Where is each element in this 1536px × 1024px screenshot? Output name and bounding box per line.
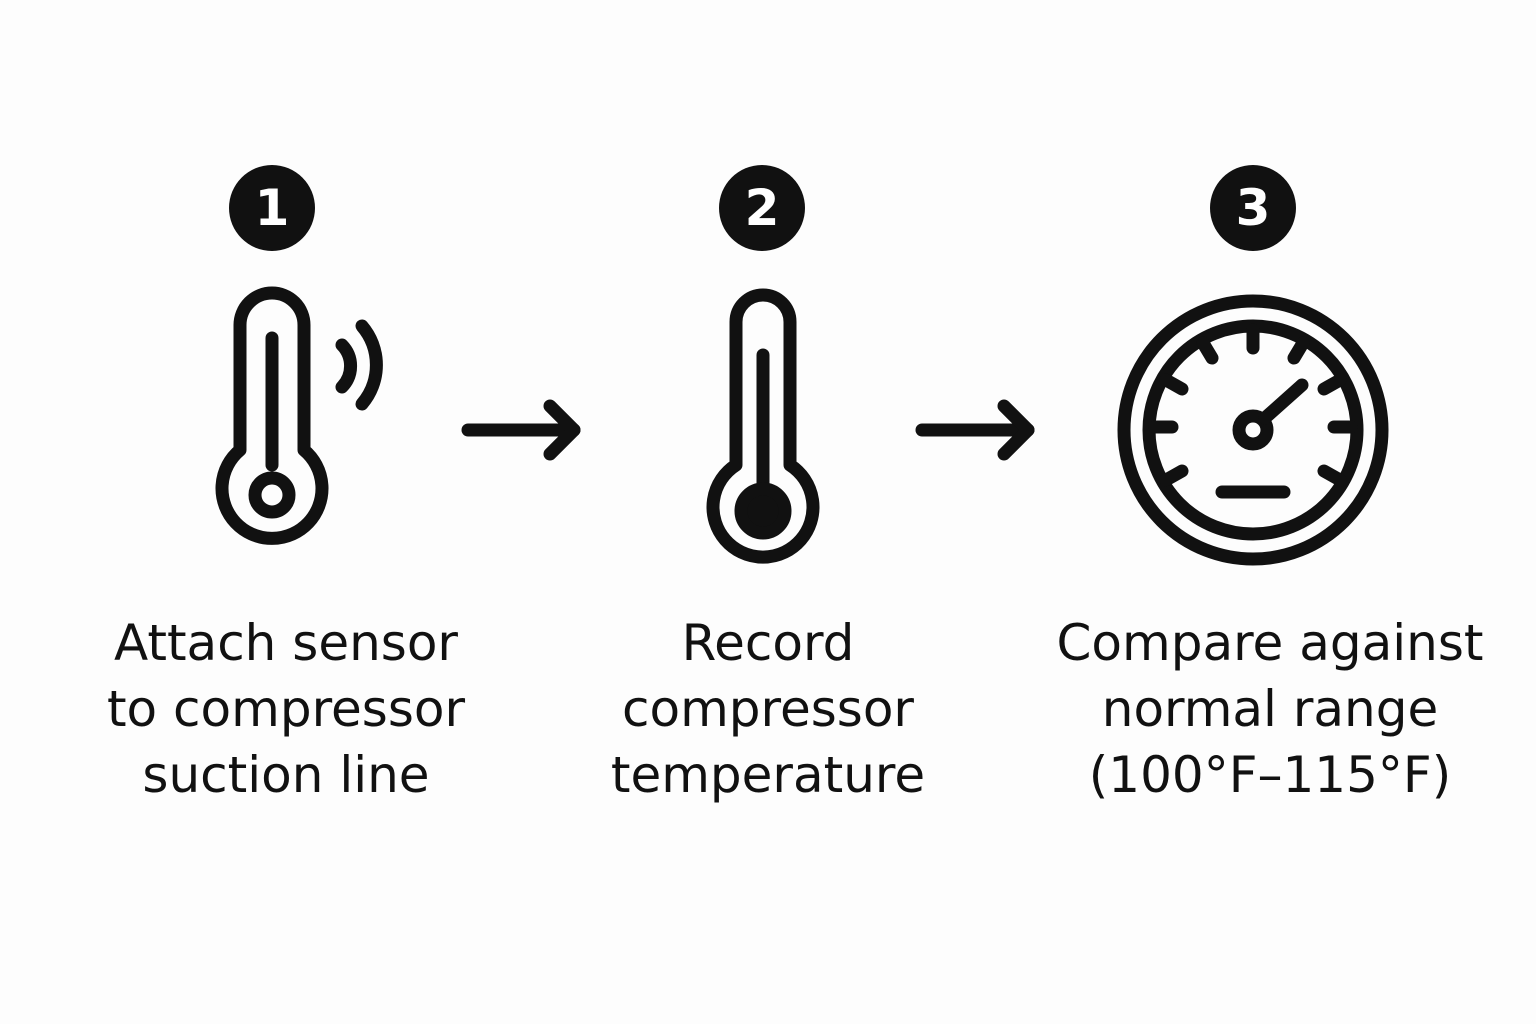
- label-line: (100°F–115°F): [1088, 746, 1452, 804]
- thermometer-icon: [706, 288, 820, 564]
- arrow-right-icon: [461, 399, 581, 461]
- label-line: Record: [681, 614, 855, 672]
- step-3-label: Compare against normal range (100°F–115°…: [1050, 610, 1490, 808]
- step-1-label: Attach sensor to compressor suction line: [66, 610, 506, 808]
- label-line: Attach sensor: [114, 614, 458, 672]
- label-line: temperature: [610, 746, 926, 804]
- label-line: normal range: [1101, 680, 1439, 738]
- label-line: suction line: [142, 746, 430, 804]
- step-3-badge: 3: [1210, 165, 1296, 251]
- gauge-icon: [1117, 294, 1389, 566]
- step-1-badge: 1: [229, 165, 315, 251]
- step-2-label: Record compressor temperature: [548, 610, 988, 808]
- label-line: to compressor: [106, 680, 466, 738]
- label-line: Compare against: [1056, 614, 1484, 672]
- thermometer-sensor-icon: [215, 286, 383, 545]
- step-2-badge: 2: [719, 165, 805, 251]
- arrow-right-icon: [915, 399, 1035, 461]
- label-line: compressor: [622, 680, 914, 738]
